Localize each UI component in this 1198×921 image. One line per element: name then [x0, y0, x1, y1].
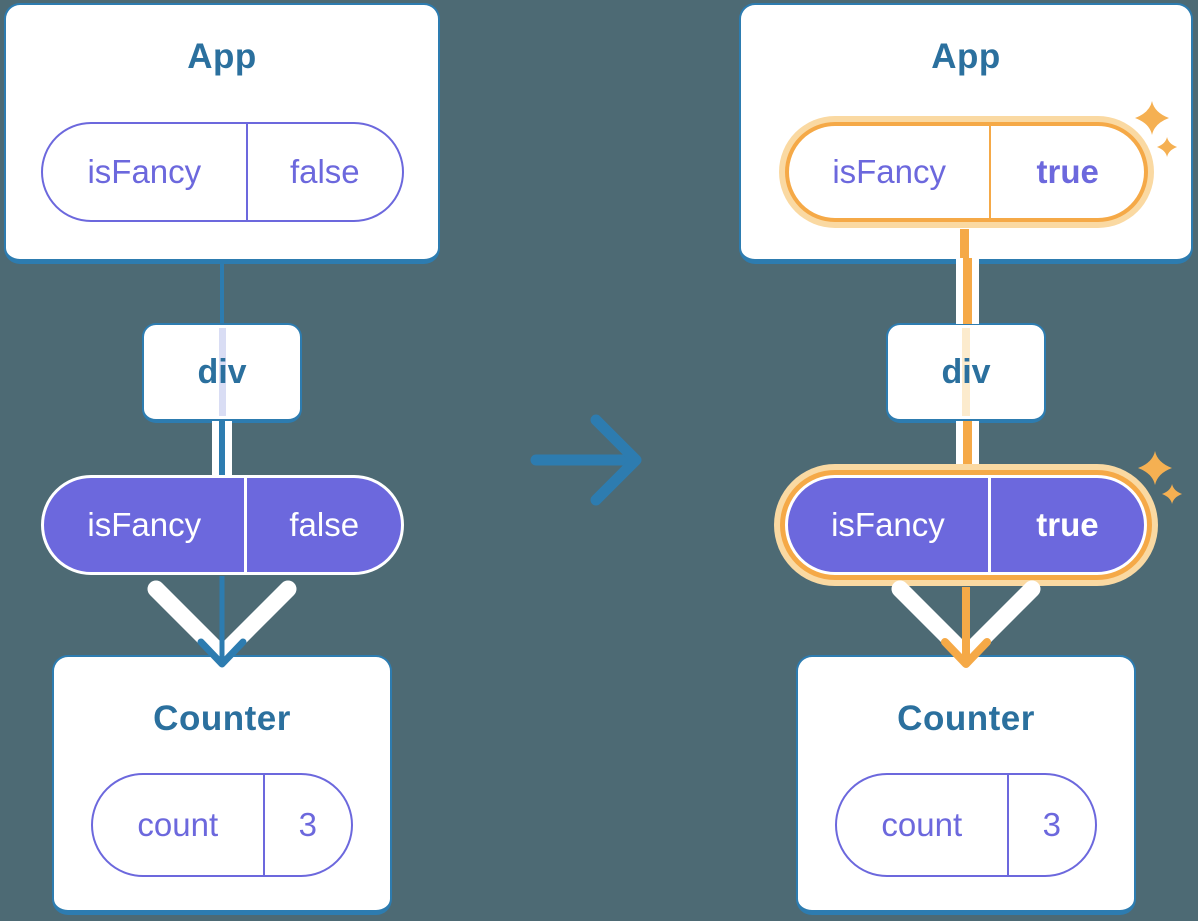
- state-thread-stripe: [962, 328, 970, 416]
- app-state-pill-after: isFancy true: [785, 122, 1148, 222]
- app-title: App: [187, 37, 257, 76]
- prop-name-label: isFancy: [788, 478, 991, 572]
- div-label: div: [941, 352, 991, 391]
- prop-line-white-left: [956, 258, 963, 324]
- sparkle-large: [1135, 101, 1169, 135]
- prop-line-core: [963, 258, 972, 324]
- edge-app-to-div-after: [956, 258, 979, 324]
- sparkles-icon: [1135, 101, 1178, 158]
- app-title: App: [931, 37, 1001, 76]
- state-thread-stripe: [218, 328, 226, 416]
- sparkles-icon: [1138, 451, 1183, 505]
- counter-state-pill-after: count 3: [835, 773, 1097, 877]
- prop-line-core: [219, 421, 225, 478]
- state-name-label: count: [837, 775, 1009, 875]
- sparkle-small: [1162, 484, 1183, 505]
- state-value-label: true: [1036, 153, 1099, 190]
- prop-pill-before: isFancy false: [41, 475, 404, 575]
- counter-component-card-before: Counter count 3: [52, 655, 392, 915]
- state-value-label: 3: [298, 806, 317, 843]
- prop-line-white-right: [972, 421, 979, 478]
- prop-line-white-left: [212, 421, 219, 478]
- prop-pill-after: isFancy true: [785, 475, 1147, 575]
- right-arrow-icon: [530, 414, 642, 506]
- app-state-pill-before: isFancy false: [41, 122, 404, 222]
- arrow-head: [941, 638, 991, 668]
- counter-component-card-after: Counter count 3: [796, 655, 1136, 915]
- sparkle-small: [1157, 137, 1178, 158]
- prop-name-label: isFancy: [44, 478, 248, 572]
- state-name-label: isFancy: [43, 124, 248, 220]
- edge-pill-to-card-bottom: [960, 229, 969, 259]
- prop-line-white-right: [225, 421, 232, 478]
- prop-flow-line-before: [212, 421, 232, 478]
- prop-value-label: false: [289, 506, 360, 543]
- arrow-head: [197, 638, 247, 668]
- app-component-card-after: App isFancy true: [739, 3, 1193, 264]
- prop-flow-line-after: [956, 421, 979, 478]
- state-name-label: count: [93, 775, 265, 875]
- prop-line-core: [963, 421, 972, 478]
- state-value-label: 3: [1042, 806, 1061, 843]
- counter-title: Counter: [897, 699, 1035, 738]
- prop-line-white-right: [972, 258, 979, 324]
- down-arrow-icon-before: [147, 576, 297, 668]
- div-element-card-after: div: [886, 323, 1046, 423]
- down-arrow-icon-after: [891, 580, 1041, 668]
- counter-title: Counter: [153, 699, 291, 738]
- prop-line-white-left: [956, 421, 963, 478]
- div-label: div: [197, 352, 247, 391]
- div-element-card-before: div: [142, 323, 302, 423]
- counter-state-pill-before: count 3: [91, 773, 353, 877]
- app-component-card-before: App isFancy false: [4, 3, 440, 264]
- state-value-label: false: [289, 153, 360, 190]
- state-name-label: isFancy: [789, 126, 992, 218]
- transition-arrow-head: [590, 414, 642, 506]
- prop-value-label: true: [1036, 506, 1099, 543]
- sparkle-large: [1138, 451, 1172, 485]
- edge-app-to-div-before: [220, 261, 224, 324]
